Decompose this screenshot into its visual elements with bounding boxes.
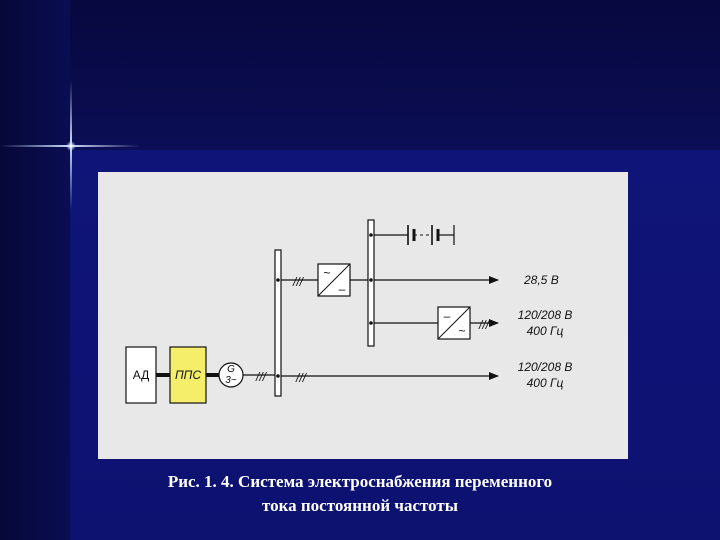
generator-label-g: G bbox=[227, 364, 235, 375]
induction-motor-block bbox=[125, 346, 157, 404]
ac-frequency-label: 400 Гц bbox=[527, 376, 564, 390]
three-phase-mark-4: /// bbox=[478, 318, 491, 332]
dc-output-label: 28,5 В bbox=[523, 273, 559, 287]
ac-bus bbox=[274, 249, 282, 397]
bus-node bbox=[369, 233, 373, 237]
generator-label-phase: 3~ bbox=[225, 375, 237, 386]
rectifier-ac-symbol: ~ bbox=[323, 266, 330, 280]
rectifier-dc-symbol: – bbox=[339, 282, 346, 296]
ac-voltage-label: 120/208 В bbox=[518, 360, 573, 374]
background-left bbox=[0, 0, 70, 540]
caption-line-2: тока постоянной частоты bbox=[261, 496, 459, 515]
caption-line-1: Рис. 1. 4. Система электроснабжения пере… bbox=[167, 472, 553, 491]
bus-node bbox=[276, 278, 280, 282]
constant-speed-drive-label: ППС bbox=[175, 368, 201, 382]
background-top bbox=[0, 0, 720, 150]
bus-node bbox=[276, 374, 280, 378]
sparkle-icon bbox=[66, 141, 76, 151]
diagram-panel: АД ППС G 3~ /// /// /// ~ – bbox=[98, 172, 628, 459]
inverter-dc-symbol: – bbox=[444, 309, 451, 323]
inverter-diagonal bbox=[437, 306, 471, 340]
rectifier-diagonal bbox=[317, 263, 351, 297]
dc-bus bbox=[367, 219, 375, 347]
three-phase-mark-3: /// bbox=[292, 275, 305, 289]
power-system-diagram: АД ППС G 3~ /// /// /// ~ – bbox=[125, 219, 573, 404]
bus-node bbox=[369, 278, 373, 282]
inverter-ac-symbol: ~ bbox=[458, 324, 465, 338]
three-phase-mark-2: /// bbox=[295, 371, 308, 385]
induction-motor-label: АД bbox=[133, 368, 150, 382]
inverter-frequency-label: 400 Гц bbox=[527, 324, 564, 338]
inverter-voltage-label: 120/208 В bbox=[518, 308, 573, 322]
bus-node bbox=[369, 321, 373, 325]
figure-caption: Рис. 1. 4. Система электроснабжения пере… bbox=[70, 470, 650, 518]
three-phase-mark-1: /// bbox=[255, 370, 268, 384]
